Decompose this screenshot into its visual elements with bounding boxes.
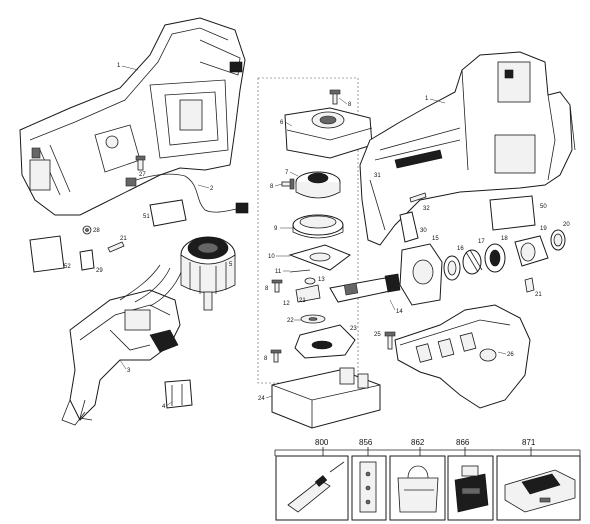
- clip-29: [79, 249, 95, 271]
- accessory-800: 800: [275, 438, 349, 521]
- callout-19: 19: [540, 226, 547, 232]
- washer-22: [300, 314, 326, 324]
- left-housing-half: [19, 17, 246, 216]
- accessory-label-862: 862: [411, 438, 425, 447]
- callout-8d: 8: [264, 356, 268, 362]
- accessory-856: 856: [351, 438, 387, 521]
- ring-16: [443, 255, 461, 281]
- callout-28: 28: [93, 228, 100, 234]
- counterweight-23: [294, 324, 356, 359]
- motor-5: [180, 236, 236, 311]
- screw-8-left: [281, 178, 295, 190]
- callout-29: 29: [96, 268, 103, 274]
- callout-30: 30: [420, 228, 427, 234]
- pin-21-left: [107, 241, 125, 253]
- ring-gear-9: [292, 214, 344, 239]
- screw-25: [384, 331, 396, 350]
- front-bracket-15: [399, 243, 443, 306]
- sleeve-19: [514, 235, 549, 267]
- callout-4: 4: [162, 404, 166, 410]
- pin-21-right: [524, 277, 535, 293]
- callout-32: 32: [423, 206, 430, 212]
- accessory-866: 866: [447, 438, 494, 521]
- collar-18: [484, 243, 506, 273]
- callout-16: 16: [457, 246, 464, 252]
- callout-labels: 1 1 2 3 4 5 6 7 8 8 8 8 9 10 11 12 13 14…: [64, 63, 570, 410]
- callout-21c: 21: [299, 298, 306, 304]
- accessory-label-856: 856: [359, 438, 373, 447]
- callout-6: 6: [280, 120, 284, 126]
- wire-harness-2: [125, 173, 249, 214]
- callout-14: 14: [396, 309, 403, 315]
- bushing-13: [304, 277, 316, 285]
- callout-3: 3: [127, 368, 131, 374]
- callout-10: 10: [268, 254, 275, 260]
- screw-8-top: [329, 89, 341, 105]
- callout-11: 11: [275, 269, 282, 275]
- callout-23: 23: [350, 326, 357, 332]
- callout-25: 25: [374, 332, 381, 338]
- callout-20: 20: [563, 222, 570, 228]
- gear-7: [295, 171, 341, 199]
- callout-8b: 8: [270, 184, 274, 190]
- accessory-871: 871: [496, 438, 581, 521]
- callout-18: 18: [501, 236, 508, 242]
- accessory-862: 862: [389, 438, 446, 521]
- screw-32: [409, 192, 427, 203]
- accessory-label-871: 871: [522, 438, 536, 447]
- retaining-ring-20: [550, 229, 566, 251]
- callout-1a: 1: [117, 63, 121, 69]
- callout-26: 26: [507, 352, 514, 358]
- callout-8a: 8: [348, 102, 352, 108]
- callout-21b: 21: [535, 292, 542, 298]
- callout-50: 50: [540, 204, 547, 210]
- pin-11: [289, 269, 311, 273]
- callout-17: 17: [478, 239, 485, 245]
- switch-assembly-3: [61, 264, 183, 426]
- knob-28: [82, 225, 92, 235]
- screw-27: [135, 155, 146, 171]
- callout-51: 51: [143, 214, 150, 220]
- gear-housing-6: [284, 107, 373, 159]
- plate-10: [288, 244, 352, 271]
- callout-12: 12: [283, 301, 290, 307]
- label-52: [29, 235, 65, 273]
- label-50: [489, 195, 536, 231]
- callout-22: 22: [287, 318, 294, 324]
- label-51: [149, 199, 187, 227]
- callout-5: 5: [229, 262, 233, 268]
- callout-7: 7: [285, 170, 289, 176]
- plunger-14: [329, 273, 401, 303]
- callout-24: 24: [258, 396, 265, 402]
- clip-30: [399, 211, 419, 243]
- callout-2: 2: [210, 186, 214, 192]
- gear-case-24: [271, 367, 381, 429]
- screw-8-mid: [271, 279, 283, 293]
- callout-15: 15: [432, 236, 439, 242]
- callout-52: 52: [64, 264, 71, 270]
- spring-17: [462, 249, 483, 275]
- assembly-group-box: [257, 77, 359, 384]
- callout-21a: 21: [120, 236, 127, 242]
- bracket-4: [164, 379, 193, 409]
- callout-1b: 1: [425, 96, 429, 102]
- callout-8c: 8: [265, 286, 269, 292]
- shoe-26: [394, 304, 531, 409]
- accessory-label-800: 800: [315, 438, 329, 447]
- screw-8-low: [270, 349, 282, 363]
- accessories-panel: 800 856 862 866: [274, 438, 581, 521]
- accessory-label-866: 866: [456, 438, 470, 447]
- callout-9: 9: [274, 226, 278, 232]
- callout-31: 31: [374, 173, 381, 179]
- callout-27: 27: [139, 172, 146, 178]
- callout-13: 13: [318, 277, 325, 283]
- right-housing-half: [359, 51, 576, 246]
- crank-12: [295, 284, 321, 303]
